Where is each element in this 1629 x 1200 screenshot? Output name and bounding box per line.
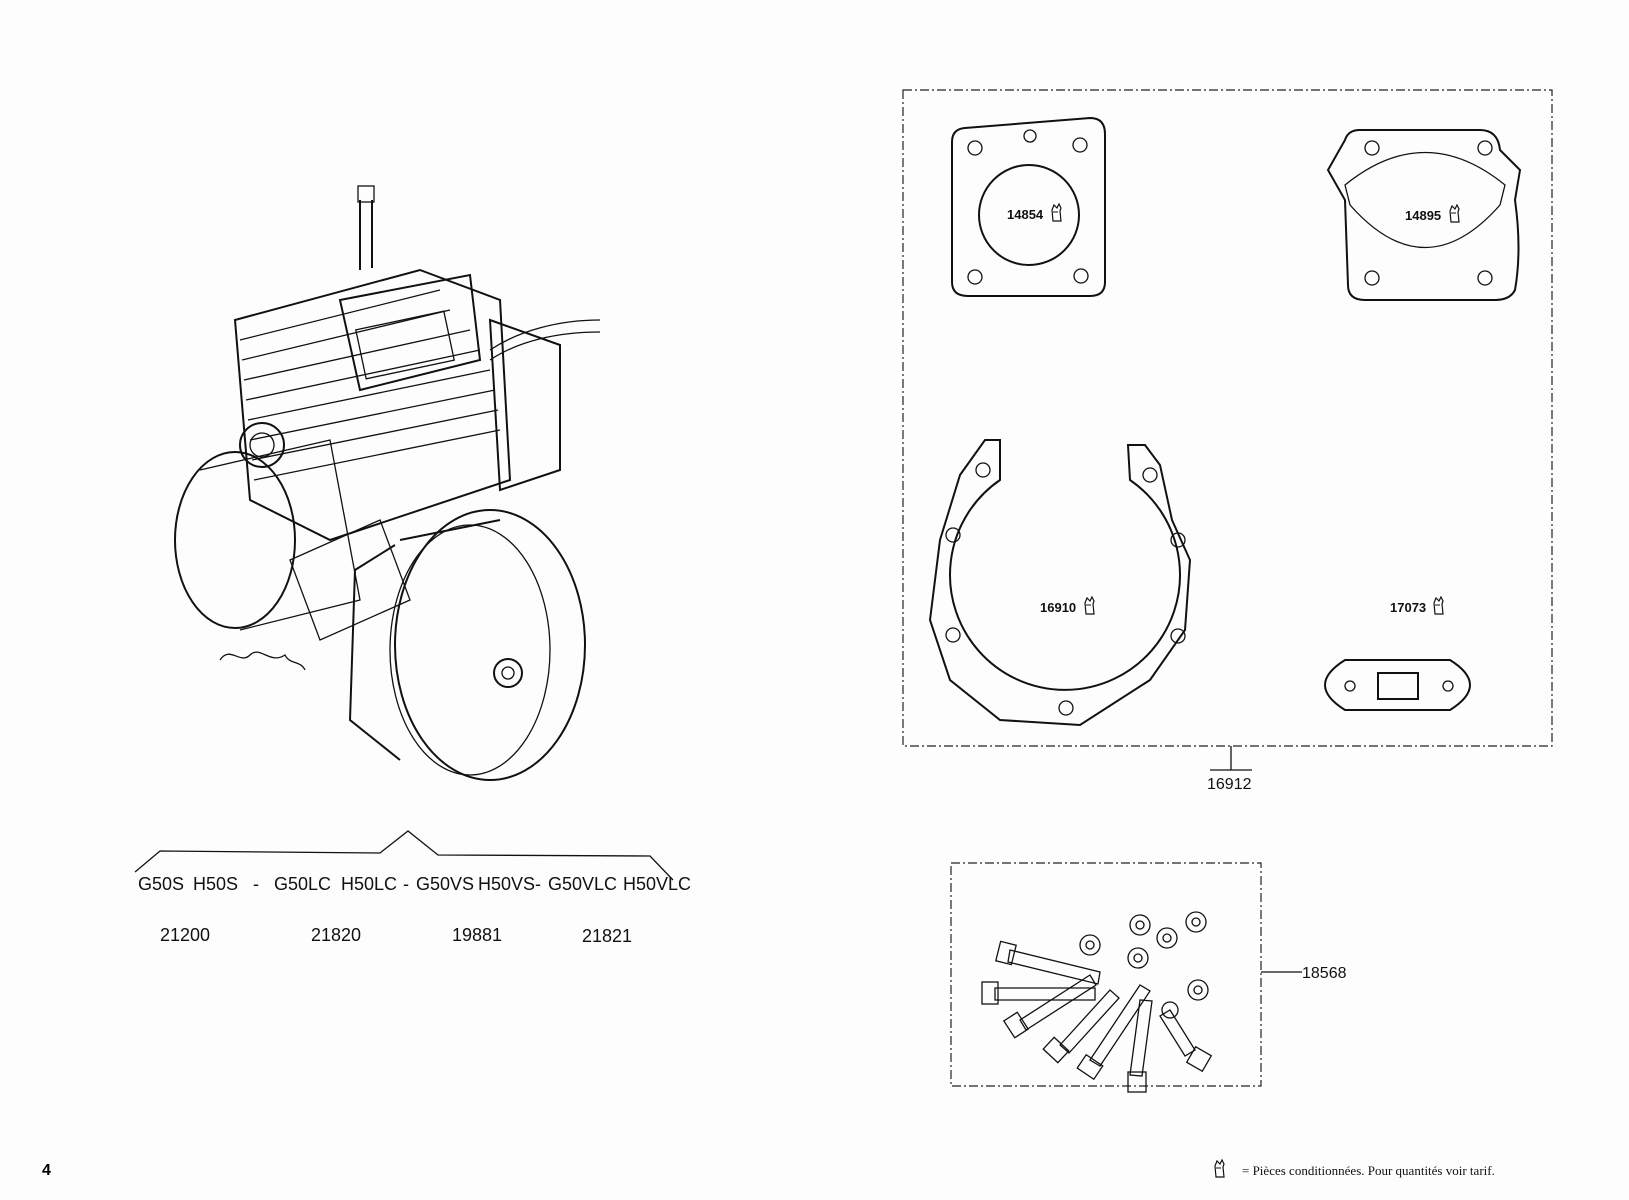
gasket-14895: 14895: [1326, 129, 1522, 301]
engine-illustration: [174, 185, 601, 781]
legend-text: = Pièces conditionnées. Pour quantités v…: [1242, 1163, 1495, 1178]
packaged-parts-icon: [1449, 204, 1460, 223]
gasket-ref: 14895: [1405, 208, 1441, 223]
model-g50s: G50S: [138, 874, 184, 894]
gasket-set-ref: 16912: [1207, 776, 1252, 793]
model-g50lc: G50LC: [274, 874, 331, 894]
models-bracket: [134, 830, 674, 881]
part-number: 19881: [452, 925, 502, 945]
model-h50vs: H50VS: [478, 874, 535, 894]
model-h50vlc: H50VLC: [623, 874, 691, 894]
bolt-kit: 18568: [950, 862, 1347, 1093]
footer-legend: = Pièces conditionnées. Pour quantités v…: [1214, 1159, 1495, 1178]
page-number: 4: [42, 1162, 51, 1179]
model-separator: -: [253, 874, 259, 894]
model-g50vs: G50VS: [416, 874, 474, 894]
part-number: 21820: [311, 925, 361, 945]
model-g50vlc: G50VLC: [548, 874, 617, 894]
gasket-14854: 14854: [951, 116, 1106, 297]
model-h50s: H50S: [193, 874, 238, 894]
gasket-set: 16912 14854 14895 16910: [902, 89, 1553, 793]
part-number: 21821: [582, 926, 632, 946]
model-separator: -: [535, 874, 541, 894]
model-separator: -: [403, 874, 409, 894]
packaged-parts-icon: [1051, 203, 1062, 222]
part-number: 21200: [160, 925, 210, 945]
engine-models-row: G50S H50S - G50LC H50LC - G50VS H50VS - …: [138, 874, 691, 894]
packaged-parts-icon: [1433, 596, 1444, 615]
model-h50lc: H50LC: [341, 874, 397, 894]
gasket-ref: 14854: [1007, 207, 1044, 222]
gasket-16910: 16910: [928, 439, 1192, 727]
gasket-ref: 16910: [1040, 600, 1076, 615]
gasket-ref: 17073: [1390, 600, 1426, 615]
gasket-17073: 17073: [1324, 596, 1471, 711]
packaged-parts-icon: [1084, 596, 1095, 615]
engine-part-numbers: 21200 21820 19881 21821: [160, 925, 632, 946]
bolt-kit-ref: 18568: [1302, 965, 1347, 982]
bolts-illustration: [981, 911, 1213, 1093]
packaged-parts-icon: [1214, 1159, 1225, 1178]
